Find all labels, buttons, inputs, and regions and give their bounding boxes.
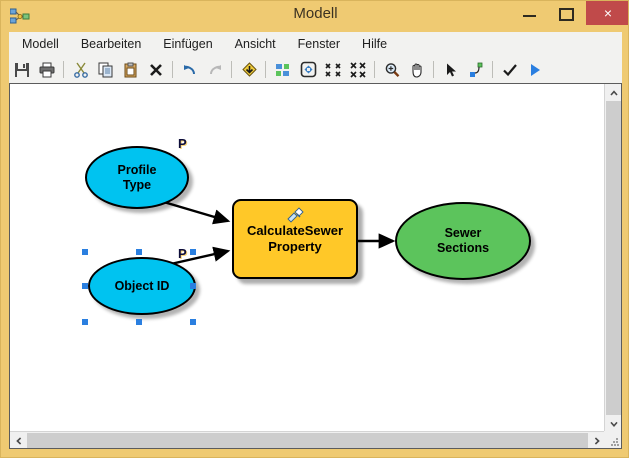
toolbar-separator — [63, 61, 64, 78]
toolbar-separator — [492, 61, 493, 78]
copy-button[interactable] — [94, 58, 118, 82]
scroll-down-button[interactable] — [605, 415, 621, 432]
menu-ansicht[interactable]: Ansicht — [234, 37, 276, 51]
minimize-icon — [523, 15, 536, 17]
toolbar-separator — [231, 61, 232, 78]
menu-einfuegen[interactable]: Einfügen — [163, 37, 213, 51]
toolbar-separator — [265, 61, 266, 78]
save-button[interactable] — [10, 58, 34, 82]
node-sewer-sections-label: Sewer Sections — [436, 226, 490, 255]
chevron-down-icon — [609, 421, 618, 427]
vertical-scroll-thumb[interactable] — [606, 101, 621, 415]
scroll-up-button[interactable] — [605, 84, 621, 101]
selection-handle-e[interactable] — [190, 283, 196, 289]
toolbar-separator — [433, 61, 434, 78]
resize-grip[interactable] — [604, 431, 621, 448]
zoom-out-extent-icon — [350, 61, 366, 78]
toolbar-separator — [172, 61, 173, 78]
menu-bar: Modell Bearbeiten Einfügen Ansicht Fenst… — [9, 32, 622, 56]
chevron-up-icon — [609, 89, 618, 96]
zoom-in-extent-icon — [325, 62, 341, 78]
validate-check-icon — [502, 62, 518, 78]
cut-button[interactable] — [69, 58, 93, 82]
pan-button[interactable] — [405, 58, 429, 82]
validate-button[interactable] — [498, 58, 522, 82]
auto-layout-button[interactable] — [237, 58, 261, 82]
maximize-button[interactable] — [550, 1, 580, 25]
node-profile-type-label: Profile Type — [117, 162, 157, 192]
select-pointer-icon — [443, 62, 459, 78]
delete-button[interactable] — [144, 58, 168, 82]
cut-icon — [73, 62, 89, 78]
zoom-tool-button[interactable] — [380, 58, 404, 82]
minimize-button[interactable] — [514, 1, 544, 25]
grip-dots-icon — [611, 438, 619, 446]
menu-hilfe[interactable]: Hilfe — [362, 37, 388, 51]
save-icon — [14, 62, 30, 78]
title-bar: Modell × — [1, 1, 628, 32]
run-button[interactable] — [523, 58, 547, 82]
parameter-marker-object-id: P — [178, 246, 187, 261]
node-calculate-sewer-property[interactable]: CalculateSewer Property — [232, 199, 358, 279]
zoom-in-extent-button[interactable] — [321, 58, 345, 82]
zoom-tool-icon — [384, 62, 400, 78]
menu-bearbeiten[interactable]: Bearbeiten — [80, 37, 142, 51]
node-object-id-label: Object ID — [114, 278, 170, 293]
copy-icon — [98, 62, 114, 78]
redo-button[interactable] — [203, 58, 227, 82]
script-tool-icon — [286, 207, 304, 223]
full-extent-button[interactable] — [296, 58, 320, 82]
print-icon — [39, 62, 55, 78]
node-profile-type[interactable]: Profile Type — [85, 146, 189, 209]
connect-button[interactable] — [464, 58, 488, 82]
horizontal-scrollbar[interactable] — [10, 431, 605, 448]
selection-handle-se[interactable] — [190, 319, 196, 325]
menu-modell[interactable]: Modell — [22, 37, 59, 51]
toolbar — [9, 56, 622, 84]
selection-handle-n[interactable] — [136, 249, 142, 255]
full-extent-icon — [300, 61, 317, 78]
redo-icon — [207, 62, 223, 78]
maximize-icon — [559, 8, 574, 21]
window-title: Modell — [293, 5, 338, 22]
node-object-id[interactable]: Object ID — [88, 257, 196, 315]
selection-handle-sw[interactable] — [82, 319, 88, 325]
delete-icon — [148, 62, 164, 78]
paste-button[interactable] — [119, 58, 143, 82]
vertical-scrollbar[interactable] — [604, 84, 621, 432]
model-elements-button[interactable] — [271, 58, 295, 82]
connect-icon — [468, 62, 484, 78]
selection-handle-s[interactable] — [136, 319, 142, 325]
close-button[interactable]: × — [586, 1, 628, 25]
node-sewer-sections[interactable]: Sewer Sections — [395, 202, 531, 280]
horizontal-scroll-thumb[interactable] — [27, 433, 588, 448]
paste-icon — [123, 62, 139, 78]
undo-button[interactable] — [178, 58, 202, 82]
chevron-left-icon — [15, 436, 21, 445]
menu-fenster[interactable]: Fenster — [297, 37, 341, 51]
auto-layout-icon — [241, 61, 258, 78]
modelbuilder-icon — [9, 8, 30, 26]
print-button[interactable] — [35, 58, 59, 82]
selection-handle-ne[interactable] — [190, 249, 196, 255]
selection-handle-nw[interactable] — [82, 249, 88, 255]
scroll-left-button[interactable] — [10, 432, 27, 448]
close-icon: × — [603, 5, 613, 21]
model-canvas[interactable]: Profile Type P Object ID P — [10, 84, 605, 432]
scroll-right-button[interactable] — [588, 432, 605, 448]
toolbar-separator — [374, 61, 375, 78]
zoom-out-extent-button[interactable] — [346, 58, 370, 82]
node-calculate-sewer-property-label: CalculateSewer Property — [246, 222, 344, 254]
pan-hand-icon — [409, 62, 425, 78]
selection-handle-w[interactable] — [82, 283, 88, 289]
model-canvas-frame: Profile Type P Object ID P — [9, 83, 622, 449]
model-elements-icon — [275, 62, 291, 78]
chevron-right-icon — [594, 436, 600, 445]
parameter-marker-profile-type: P — [178, 136, 187, 151]
undo-icon — [182, 62, 198, 78]
select-button[interactable] — [439, 58, 463, 82]
run-play-icon — [527, 62, 543, 78]
